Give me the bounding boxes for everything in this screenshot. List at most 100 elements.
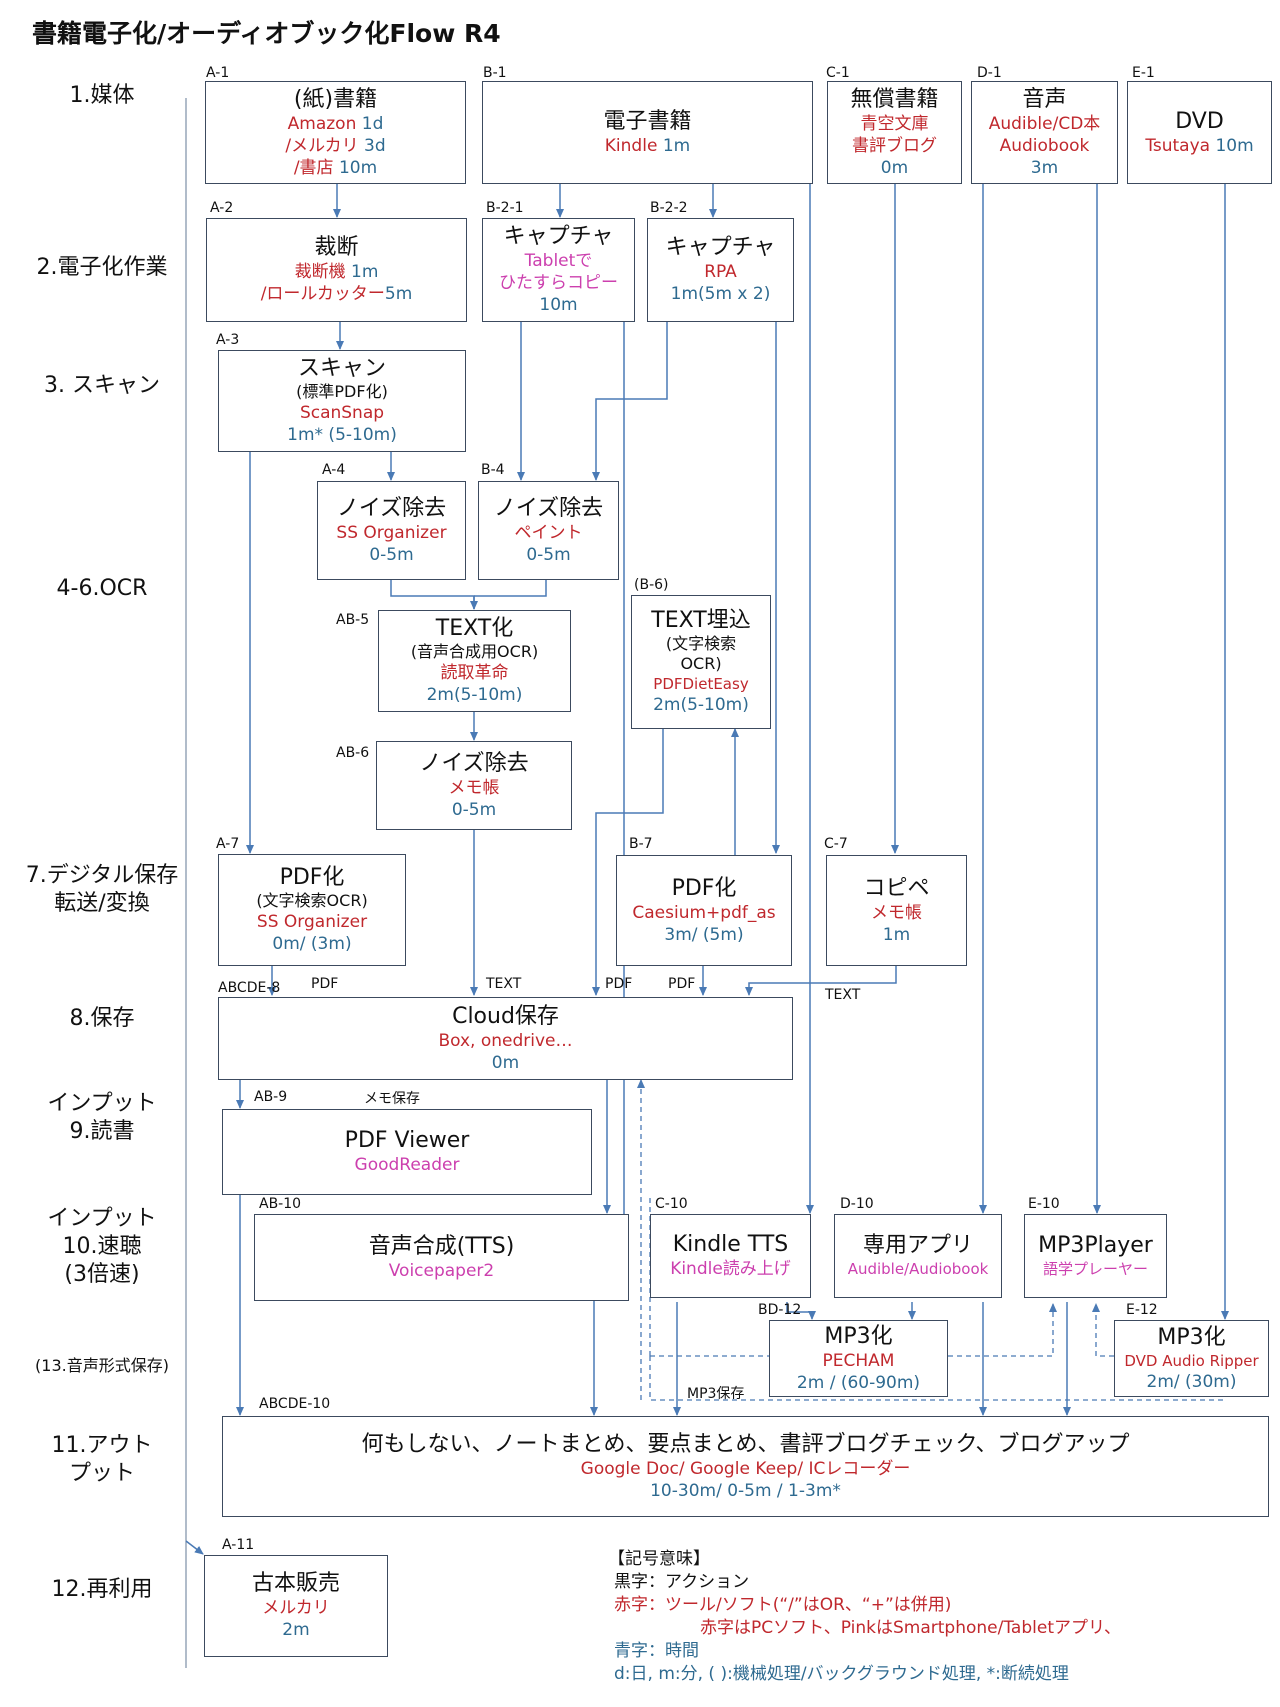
time-text: 1m* (5-10m) [287, 425, 397, 445]
node-cutting: 裁断 裁断機 1m /ロールカッター5m [206, 218, 467, 322]
stage-10-line1: インプット [47, 1206, 157, 1231]
time-text: 1m(5m x 2) [670, 284, 771, 304]
node-title: PDF Viewer [344, 1128, 470, 1153]
stage-11-line1: 11.アウト [51, 1433, 153, 1458]
stage-10-line3: (3倍速) [64, 1262, 140, 1287]
stage-1: 1.媒体 [69, 83, 135, 108]
node-id-a1: A-1 [206, 65, 230, 81]
legend-heading: 【記号意味】 [608, 1549, 710, 1569]
node-title: スキャン [297, 356, 386, 381]
node-id-ab5: AB-5 [336, 612, 370, 628]
node-title: キャプチャ [665, 235, 776, 260]
node-id-b22: B-2-2 [650, 200, 688, 216]
node-scan: スキャン (標準PDF化) ScanSnap 1m* (5-10m) [218, 350, 466, 452]
node-capture-tablet: キャプチャ Tabletで ひたすらコピー 10m [482, 218, 635, 322]
node-id-b21: B-2-1 [486, 200, 524, 216]
edge-label-pdf: PDF [605, 976, 633, 992]
node-id-e1: E-1 [1132, 65, 1155, 81]
tool-text: /ロールカッター [260, 284, 385, 304]
time-text: 0m [491, 1052, 520, 1073]
stage-9-line2: 9.読書 [69, 1119, 135, 1144]
node-title: (紙)書籍 [293, 86, 378, 112]
tool-text: メルカリ [262, 1598, 330, 1618]
time-text: 10m [539, 295, 578, 315]
legend-black: 黒字：アクション [614, 1572, 750, 1592]
node-id-a4: A-4 [322, 462, 346, 478]
node-id-b4: B-4 [481, 462, 505, 478]
node-audio: 音声 Audible/CD本 Audiobook 3m [971, 81, 1118, 184]
node-title: 古本販売 [251, 1571, 340, 1596]
legend-notation: d:日, m:分, ( ):機械処理/バックグラウンド処理, *:断続処理 [614, 1664, 1069, 1684]
app-text: GoodReader [354, 1155, 460, 1175]
node-title: MP3化 [824, 1323, 893, 1349]
edge-label-pdf: PDF [668, 976, 696, 992]
node-title: 専用アプリ [862, 1233, 973, 1258]
stage-7-line2: 転送/変換 [54, 891, 150, 916]
time-text: 3m/ (5m) [664, 924, 744, 945]
node-title: MP3化 [1157, 1324, 1226, 1350]
node-id-ab9: AB-9 [254, 1089, 288, 1105]
edge-label-mp3-save: MP3保存 [687, 1386, 745, 1402]
node-title: PDF化 [279, 865, 345, 890]
time-text: 2m(5-10m) [653, 695, 749, 715]
tool-text: 青空文庫 [860, 113, 929, 134]
node-mp3-dvd: MP3化 DVD Audio Ripper 2m/ (30m) [1114, 1320, 1269, 1397]
node-id-cloud: ABCDE-8 [218, 980, 281, 996]
time-text: 1m [351, 262, 379, 282]
time-text: 0-5m [369, 544, 414, 565]
node-title: ノイズ除去 [419, 750, 529, 776]
edge-label-text: TEXT [486, 976, 522, 992]
app-text: Voicepaper2 [388, 1260, 495, 1281]
node-id-d10: D-10 [840, 1196, 874, 1212]
tool-text: /書店 [293, 157, 339, 178]
stage-8: 8.保存 [69, 1006, 135, 1031]
node-id-c7: C-7 [824, 836, 848, 852]
tool-text: /メルカリ [285, 135, 364, 156]
time-text: 0m [880, 157, 909, 178]
node-id-e10: E-10 [1028, 1196, 1060, 1212]
page-title: 書籍電子化/オーディオブック化Flow R4 [32, 19, 501, 48]
node-noise-ss: ノイズ除去 SS Organizer 0-5m [317, 481, 466, 580]
node-id-a7: A-7 [216, 836, 240, 852]
node-id-b6: (B-6) [634, 577, 669, 593]
node-subtitle: OCR) [680, 654, 722, 673]
app-text: Kindle読み上げ [670, 1259, 791, 1279]
node-id-a3: A-3 [216, 332, 240, 348]
app-text: ひたすらコピー [499, 273, 618, 293]
tool-text: Tsutaya [1145, 135, 1216, 156]
legend: 【記号意味】 黒字：アクション 赤字：ツール/ソフト(“/”はOR、“+”は併用… [608, 1548, 1121, 1686]
tool-text: Google Doc/ Google Keep/ ICレコーダー [580, 1458, 911, 1479]
stage-13: (13.音声形式保存) [35, 1356, 169, 1375]
node-subtitle: (文字検索 [665, 634, 737, 653]
node-id-b7: B-7 [629, 836, 653, 852]
time-text: 10m [1215, 135, 1254, 156]
node-title: TEXT化 [435, 616, 514, 641]
time-text: 0m/ (3m) [272, 934, 352, 954]
node-id-a2: A-2 [210, 200, 234, 216]
node-id-a11: A-11 [222, 1537, 255, 1553]
legend-red-note: 赤字はPCソフト、PinkはSmartphone/Tabletアプリ、 [700, 1618, 1121, 1638]
node-dedicated-app: 専用アプリ Audible/Audiobook [834, 1214, 1002, 1298]
node-dvd: DVD Tsutaya 10m [1127, 81, 1272, 184]
tool-text: PECHAM [822, 1350, 895, 1371]
node-text-embed: TEXT埋込 (文字検索 OCR) PDFDietEasy 2m(5-10m) [631, 595, 771, 729]
node-title: 無償書籍 [850, 86, 939, 112]
node-subtitle: (標準PDF化) [296, 382, 388, 401]
node-mp3-pecham: MP3化 PECHAM 2m / (60-90m) [769, 1320, 948, 1397]
app-text: Audible/Audiobook [847, 1260, 989, 1278]
time-text: 2m / (60-90m) [796, 1372, 921, 1393]
time-text: 1m [882, 924, 911, 945]
node-id-bd12: BD-12 [758, 1302, 802, 1318]
tool-text: SS Organizer [336, 522, 447, 543]
edge-label-pdf: PDF [311, 976, 339, 992]
tool-text: Kindle [604, 135, 663, 156]
tool-text: PDFDietEasy [653, 675, 749, 693]
node-pdf-ocr: PDF化 (文字検索OCR) SS Organizer 0m/ (3m) [218, 854, 406, 966]
stage-4-6: 4-6.OCR [56, 576, 148, 601]
app-text: Tabletで [524, 251, 593, 271]
node-id-e12: E-12 [1126, 1302, 1158, 1318]
tool-text: 書評ブログ [852, 135, 937, 156]
edge-label-memo-save: メモ保存 [364, 1091, 420, 1107]
stage-10-line2: 10.速聴 [62, 1234, 142, 1259]
node-cloud-save: Cloud保存 Box, onedrive… 0m [218, 997, 793, 1080]
